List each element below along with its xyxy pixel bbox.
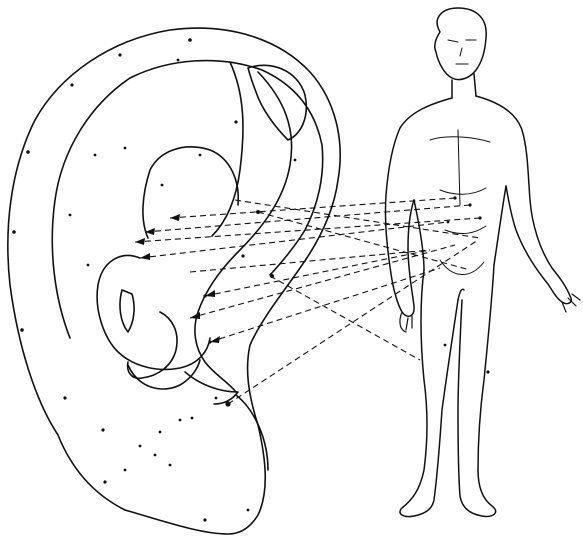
ear-illustration: [8, 28, 340, 534]
ear-tragus: [120, 290, 134, 332]
body-left-leg: [400, 270, 458, 517]
arrowhead: [170, 214, 180, 221]
ear-concha: [143, 147, 238, 238]
body-neck: [452, 74, 476, 98]
connector-line: [270, 276, 420, 360]
ear-outer-rim: [8, 28, 340, 534]
body-belly-line: [440, 188, 486, 233]
connector-arrowheads: [135, 214, 220, 343]
human-body-illustration: [385, 8, 580, 517]
body-torso-right-arm: [476, 96, 571, 304]
connector-line: [235, 200, 480, 238]
ear-upper-fossa: [248, 65, 306, 140]
arrowhead: [135, 238, 145, 245]
body-crotch: [458, 289, 464, 300]
ear-lobe-crease: [185, 372, 238, 404]
arrowhead: [210, 336, 220, 343]
ear-concha-inner: [97, 256, 210, 370]
connector-line: [145, 205, 470, 232]
ear-inner-helix-line: [52, 61, 322, 338]
body-head: [435, 8, 486, 80]
body-chest-line: [430, 130, 490, 205]
ear-helix-fold: [212, 62, 243, 236]
body-torso-left-arm: [385, 98, 452, 316]
body-face-features: [448, 40, 476, 64]
body-right-leg: [458, 265, 496, 516]
connector-line: [210, 268, 440, 342]
connector-line: [205, 250, 430, 296]
arrowhead: [140, 253, 150, 260]
arrowhead: [190, 312, 200, 319]
